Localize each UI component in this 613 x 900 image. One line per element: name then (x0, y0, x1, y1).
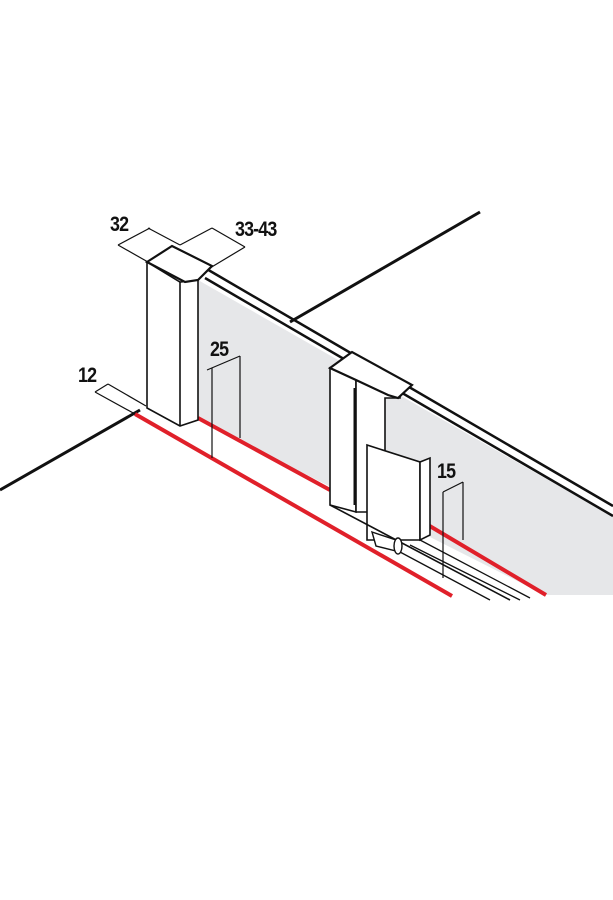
dimension-label-33-43: 33-43 (235, 218, 277, 241)
dimension-label-25: 25 (210, 338, 229, 361)
glass-panel (198, 280, 613, 595)
dimension-label-15: 15 (437, 460, 456, 483)
dimension-label-32: 32 (110, 213, 129, 236)
back-wall-line (289, 210, 481, 324)
sliding-profile (327, 350, 511, 601)
floor-line-red (197, 416, 331, 492)
track-lines (399, 539, 531, 601)
left-wall-line (0, 408, 141, 492)
floor-line-red (426, 523, 548, 597)
dimension-lines (94, 227, 464, 578)
wall-profile (144, 244, 214, 427)
floor-line-red (134, 412, 453, 598)
dimension-label-12: 12 (78, 364, 97, 387)
top-rail-line (204, 276, 613, 518)
